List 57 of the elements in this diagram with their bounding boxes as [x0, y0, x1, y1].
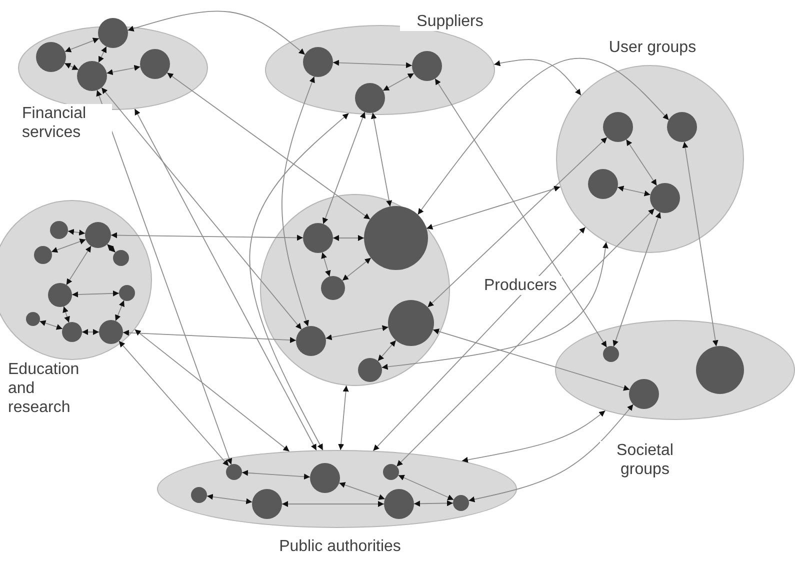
connector-arrow: [242, 470, 310, 480]
connector-arrow: [494, 59, 582, 96]
connector-arrow: [106, 244, 116, 253]
connector-arrow: [377, 340, 396, 362]
connector-arrow: [432, 328, 630, 391]
connector-arrow: [617, 186, 651, 196]
connector-arrow: [282, 76, 315, 327]
connector-arrow: [381, 242, 608, 370]
connector-arrow: [115, 300, 124, 322]
connector-arrow: [206, 494, 253, 504]
connector-arrow: [321, 252, 331, 277]
connector-arrow: [66, 246, 92, 286]
connector-arrow: [62, 306, 70, 323]
connector-arrow: [468, 404, 634, 502]
connector-arrow: [682, 141, 718, 347]
group-label: Producers: [484, 276, 562, 295]
connector-arrow: [122, 330, 296, 344]
connector-arrow: [612, 212, 661, 347]
connector-arrow: [101, 87, 302, 330]
connector-arrow: [342, 257, 372, 281]
connector-arrow: [332, 235, 364, 241]
connector-arrow: [427, 136, 608, 308]
connector-arrow: [82, 329, 100, 335]
connector-arrow: [398, 474, 454, 500]
connector-arrow: [106, 64, 141, 76]
connector-arrow: [39, 320, 63, 330]
connector-arrow: [127, 10, 306, 56]
connector-arrow: [396, 208, 655, 467]
connector-arrow: [64, 62, 79, 70]
connector-arrow: [372, 226, 586, 452]
connector-arrow: [626, 139, 658, 186]
connector-arrow: [417, 58, 670, 216]
connector-arrow: [98, 46, 107, 63]
connector-arrow: [370, 112, 392, 207]
connector-arrow: [338, 385, 349, 450]
connector-arrow: [426, 186, 561, 230]
connector-arrow: [434, 78, 608, 348]
connector-arrow: [338, 482, 386, 500]
connector-arrow: [96, 90, 232, 465]
connector-arrow: [72, 290, 120, 298]
actor-circle: [98, 18, 128, 48]
connector-arrow: [64, 38, 100, 52]
connector-arrow: [325, 325, 389, 340]
connector-arrow: [110, 232, 304, 241]
connector-arrow: [134, 329, 290, 452]
connector-arrow: [282, 501, 384, 507]
connector-arrow: [134, 108, 317, 451]
connector-arrow: [67, 228, 86, 236]
connector-arrow: [118, 340, 230, 466]
connector-arrow: [382, 72, 414, 92]
connector-arrow: [332, 60, 412, 68]
connector-arrow: [322, 112, 366, 224]
connector-arrow: [249, 112, 350, 451]
connector-arrow: [166, 72, 370, 220]
connector-arrow: [461, 410, 606, 463]
connector-arrow: [51, 238, 86, 253]
connector-arrow: [414, 500, 454, 507]
